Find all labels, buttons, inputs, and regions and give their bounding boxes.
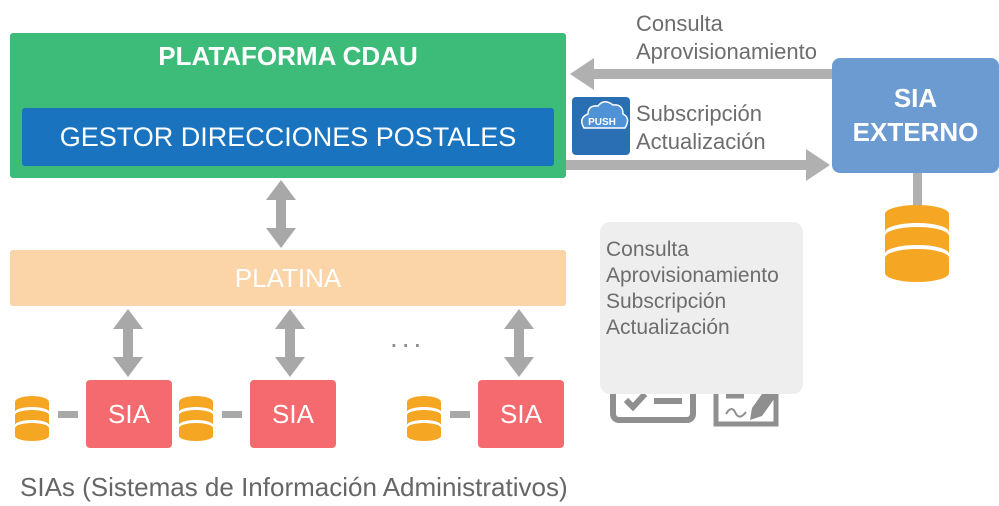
label-aprovisionamiento: Aprovisionamiento xyxy=(636,39,817,64)
ellipsis: ... xyxy=(390,322,426,353)
push-icon xyxy=(572,97,630,155)
sia-box-1: SIA xyxy=(86,380,172,448)
arrow-plataforma-platina xyxy=(266,180,296,248)
sia-externo-line1: SIA xyxy=(893,83,938,113)
database-icon xyxy=(407,396,441,441)
operations-item: Aprovisionamiento xyxy=(606,264,779,287)
operations-list: Consulta Aprovisionamiento Subscripción … xyxy=(606,237,779,341)
sia-box-3: SIA xyxy=(478,380,564,448)
operations-item: Consulta xyxy=(606,238,689,261)
connector-externo-db xyxy=(913,173,922,209)
gestor-direcciones-box: GESTOR DIRECCIONES POSTALES xyxy=(22,108,554,166)
operations-item: Subscripción xyxy=(606,290,727,313)
caption: SIAs (Sistemas de Información Administra… xyxy=(20,472,568,502)
label-subscripcion: Subscripción xyxy=(636,101,762,126)
arrow-platina-sia-2 xyxy=(275,309,305,377)
database-icon xyxy=(179,396,213,441)
operations-panel xyxy=(600,222,803,394)
sia-externo-line2: EXTERNO xyxy=(852,117,979,147)
database-icon xyxy=(15,396,49,441)
platina-box: PLATINA xyxy=(10,250,566,306)
connector-db-sia-2 xyxy=(222,411,242,418)
operations-item: Actualización xyxy=(606,316,730,339)
arrow-platina-sia-3 xyxy=(504,309,534,377)
push-icon-label: PUSH xyxy=(588,117,616,128)
plataforma-cdau-box: PLATAFORMA CDAU GESTOR DIRECCIONES POSTA… xyxy=(10,33,566,178)
arrow-platina-sia-1 xyxy=(113,309,143,377)
arrow-subscripcion xyxy=(566,149,830,181)
label-actualizacion: Actualización xyxy=(636,129,766,154)
sia-externo-box: SIA EXTERNO xyxy=(832,58,999,173)
arrow-consulta xyxy=(570,58,832,90)
connector-db-sia-1 xyxy=(58,411,78,418)
database-icon xyxy=(885,205,949,282)
connector-db-sia-3 xyxy=(450,411,470,418)
label-consulta: Consulta xyxy=(636,11,723,36)
sia-box-2: SIA xyxy=(250,380,336,448)
plataforma-title: PLATAFORMA CDAU xyxy=(158,41,418,71)
